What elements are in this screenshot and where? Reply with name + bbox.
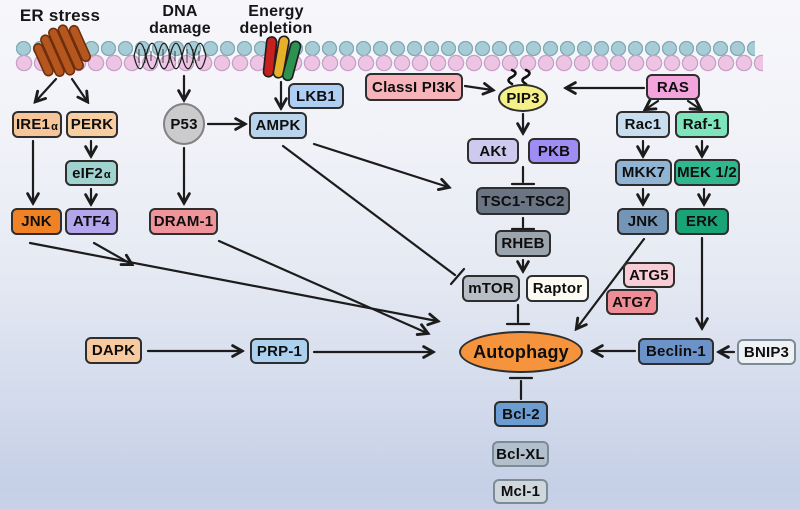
node-lkb1: LKB1 — [288, 83, 344, 109]
node-atg7: ATG7 — [606, 289, 658, 315]
node-bcl2: Bcl-2 — [494, 401, 548, 427]
node-class1-pi3k: ClassI PI3K — [365, 73, 463, 101]
node-pip3: PIP3 — [498, 84, 548, 112]
node-tsc1-tsc2: TSC1-TSC2 — [476, 187, 570, 215]
node-erk: ERK — [675, 208, 729, 235]
node-autophagy: Autophagy — [459, 331, 583, 373]
node-mtor: mTOR — [462, 275, 520, 302]
node-mek12: MEK 1/2 — [674, 159, 740, 186]
node-rac1: Rac1 — [616, 111, 670, 138]
node-pkb: PKB — [528, 138, 580, 164]
node-ras: RAS — [646, 74, 700, 100]
node-rheb: RHEB — [495, 230, 551, 257]
node-raf1: Raf-1 — [675, 111, 729, 138]
node-perk: PERK — [66, 111, 118, 138]
node-mcl1: Mcl-1 — [493, 479, 548, 504]
node-bnip3: BNIP3 — [737, 339, 796, 365]
node-bclxl: Bcl-XL — [492, 441, 549, 467]
node-atg5: ATG5 — [623, 262, 675, 288]
node-p53: P53 — [163, 103, 205, 145]
node-dapk: DAPK — [85, 337, 142, 364]
node-akt: AKt — [467, 138, 519, 164]
node-prp1: PRP-1 — [250, 338, 309, 364]
node-jnk-right: JNK — [617, 208, 669, 235]
node-atf4: ATF4 — [65, 208, 118, 235]
node-raptor: Raptor — [526, 275, 589, 302]
er-stress-label: ER stress — [19, 6, 101, 25]
node-ampk: AMPK — [249, 112, 307, 139]
node-jnk-left: JNK — [11, 208, 62, 235]
node-mkk7: MKK7 — [615, 159, 672, 186]
node-beclin1: Beclin-1 — [638, 338, 714, 365]
node-dram1: DRAM-1 — [149, 208, 218, 235]
